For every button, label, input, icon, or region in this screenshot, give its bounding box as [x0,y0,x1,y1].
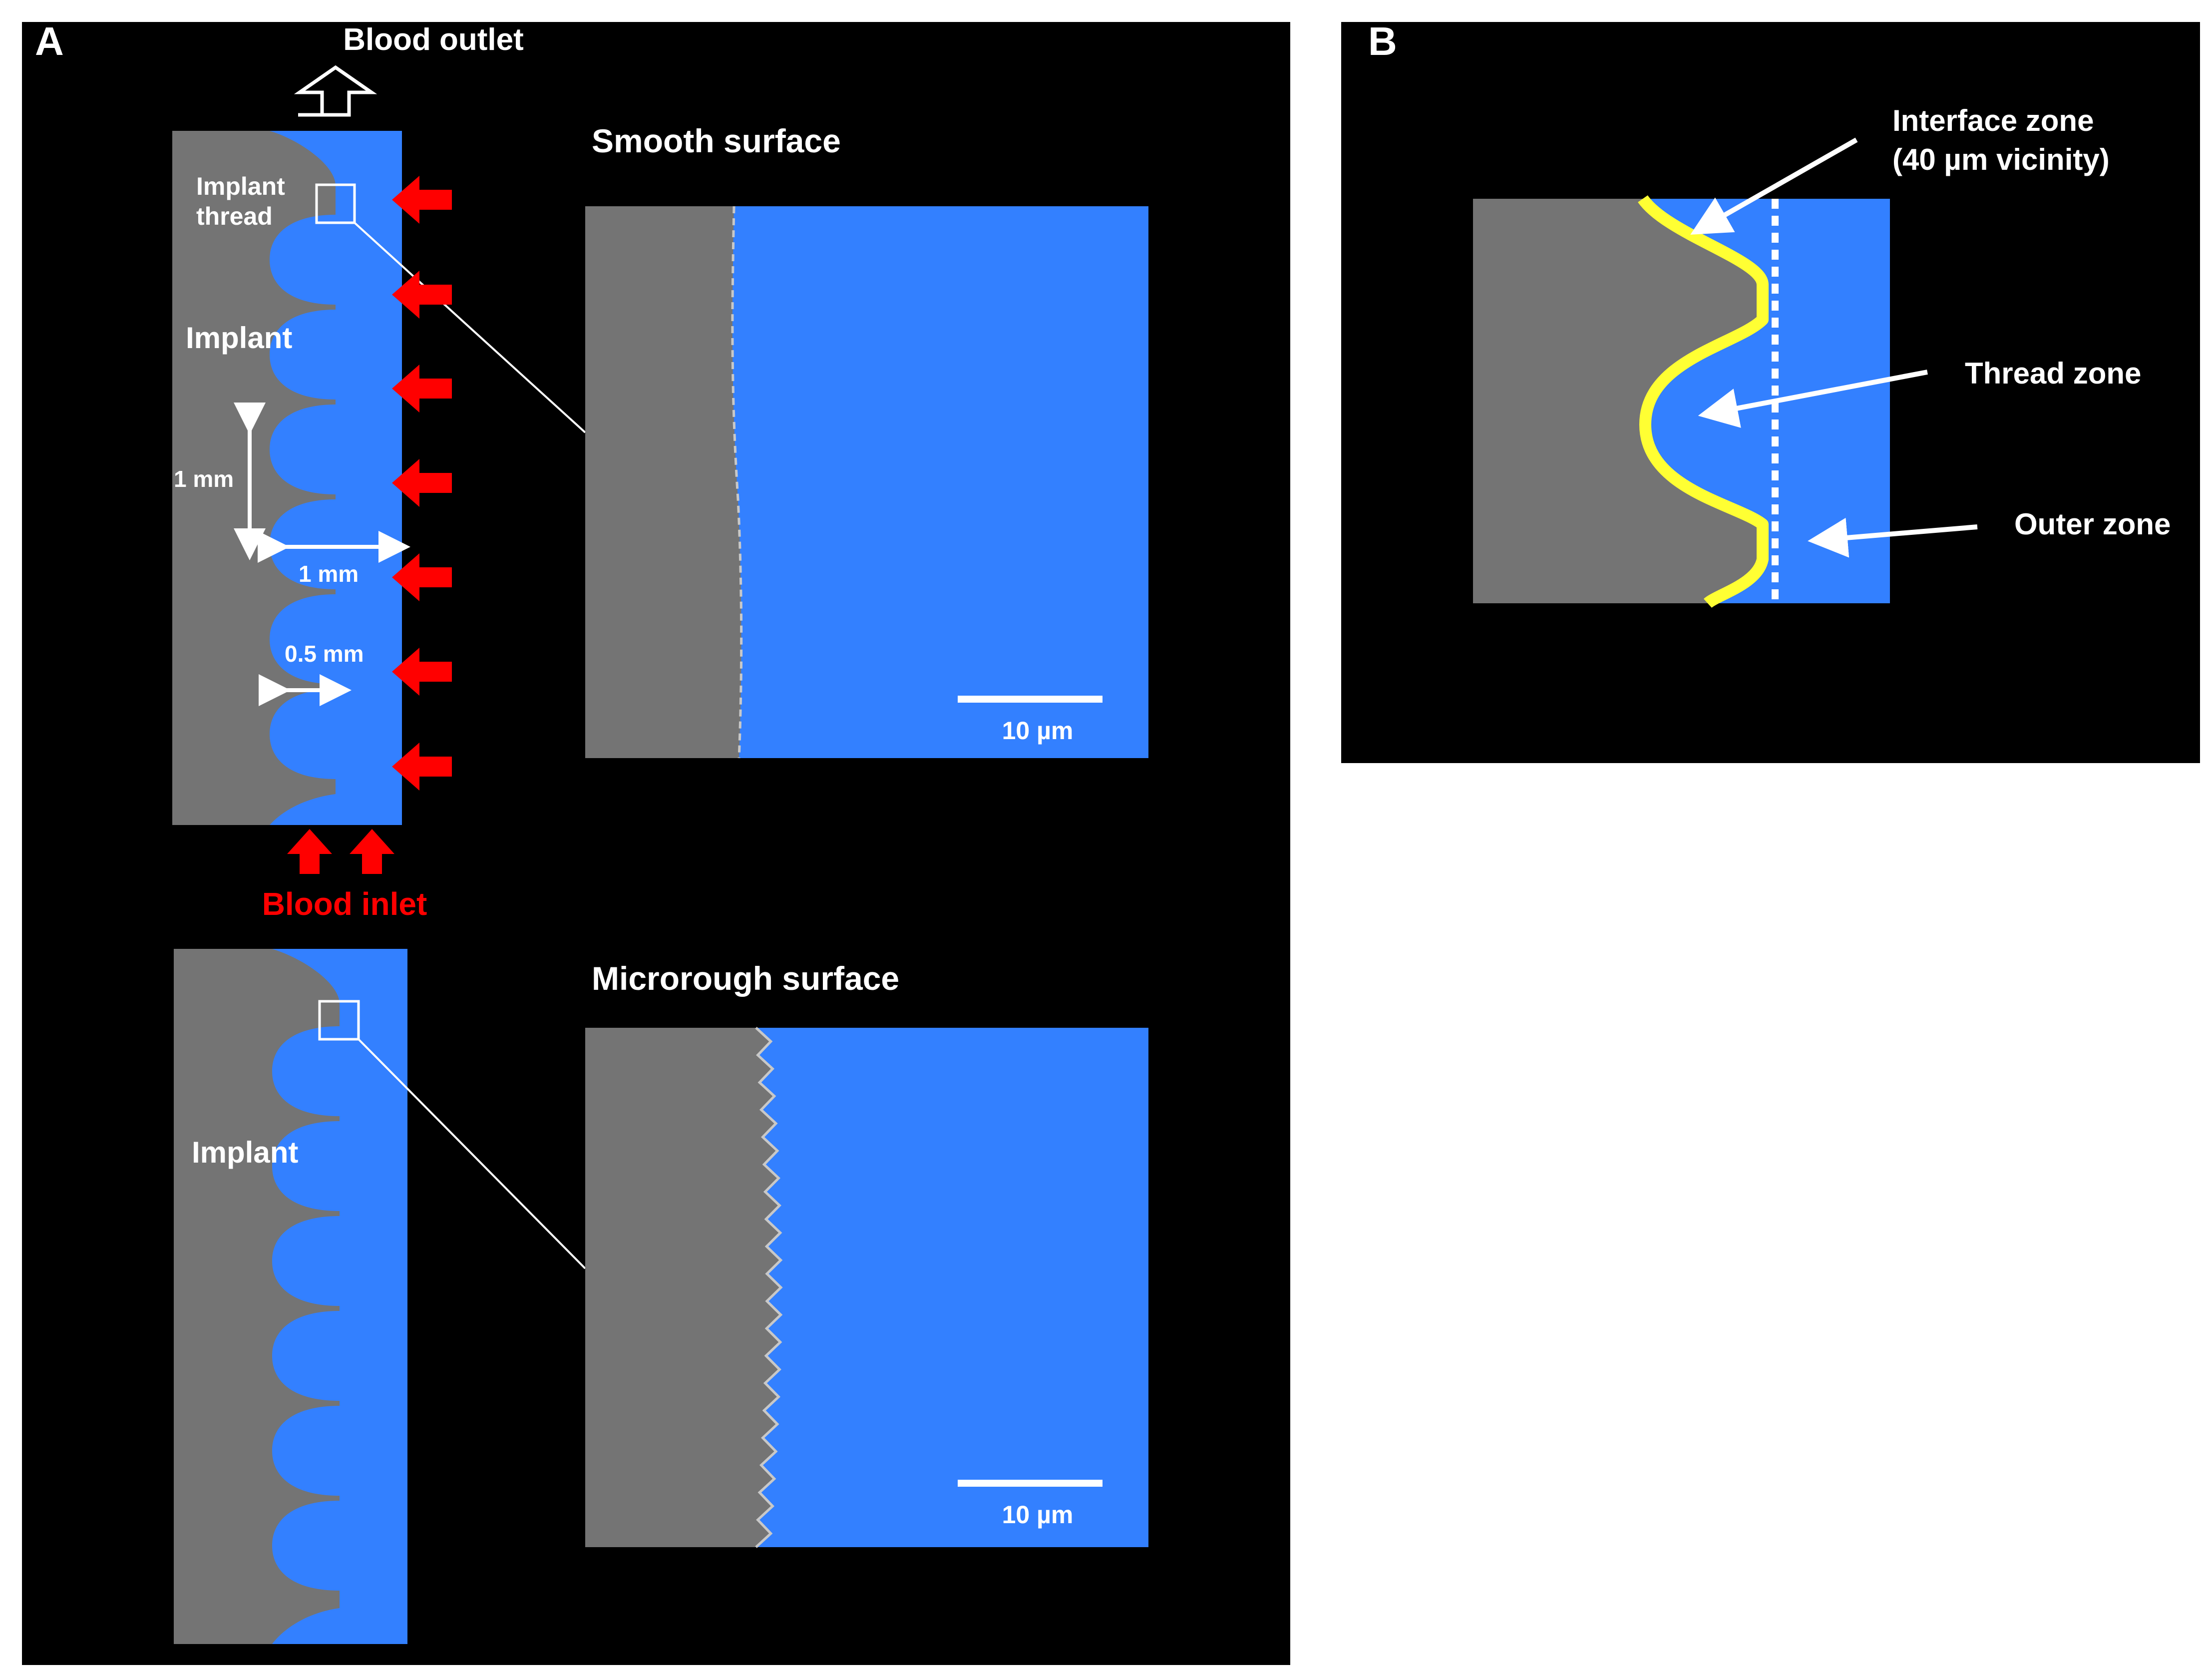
dim-horizontal-label: 1 mm [299,561,359,587]
zoom-leader-line-bottom [358,1038,586,1269]
panel-b-letter: B [1368,19,1397,63]
rough-zoom-edge [755,1027,783,1548]
microrough-surface-title: Microrough surface [592,960,899,997]
implant-label-bottom: Implant [192,1136,298,1169]
inflow-side-arrows [392,176,452,791]
scale-bar-rough-label: 10 µm [1002,1501,1074,1529]
red-arrow-icon [392,743,452,791]
blood-inlet-arrows [287,829,394,874]
interface-zone-pointer [1690,137,1858,235]
red-arrow-icon [392,553,452,601]
scale-bar-smooth-label: 10 µm [1002,717,1074,745]
blood-outlet-label: Blood outlet [343,22,524,57]
interface-zone-line [1638,195,1769,608]
blood-inlet-label: Blood inlet [262,886,427,922]
smooth-zoom-implant [585,206,741,758]
zone-diagram-implant [1473,199,1763,603]
red-up-arrow-icon [287,829,332,874]
outer-zone-label: Outer zone [2014,507,2171,541]
thread-zone-label: Thread zone [1965,357,2141,390]
outer-zone-pointer [1808,517,1978,558]
red-arrow-icon [392,365,452,413]
red-arrow-icon [392,271,452,319]
dim-thread-label: 0.5 mm [285,641,364,667]
thread-zone-pointer [1698,370,1928,428]
smooth-surface-title: Smooth surface [592,122,841,159]
red-up-arrow-icon [350,829,394,874]
panel-a-letter: A [35,19,64,63]
implant-label-top: Implant [186,321,292,355]
zoom-leader-line-top [354,222,586,433]
smooth-surface-zoom: 10 µm [585,206,1148,759]
zone-diagram [1473,195,1890,608]
red-arrow-icon [392,459,452,507]
outlet-arrow-icon [294,65,377,117]
implant-thread-highlight-box [315,183,356,224]
implant-body-bottom [174,949,340,1644]
red-arrow-icon [392,176,452,224]
rough-zoom-implant [585,1028,781,1547]
dim-vertical-label: 1 mm [174,466,234,492]
smooth-zoom-edge [731,206,743,759]
microrough-highlight-box [318,1000,360,1041]
implant-top-schematic [172,131,402,825]
implant-bottom-schematic [174,949,407,1644]
microrough-surface-zoom: 10 µm [585,1027,1148,1548]
implant-thread-label: Implant thread [196,172,292,230]
red-arrow-icon [392,648,452,696]
interface-zone-label: Interface zone (40 µm vicinity) [1892,104,2110,176]
